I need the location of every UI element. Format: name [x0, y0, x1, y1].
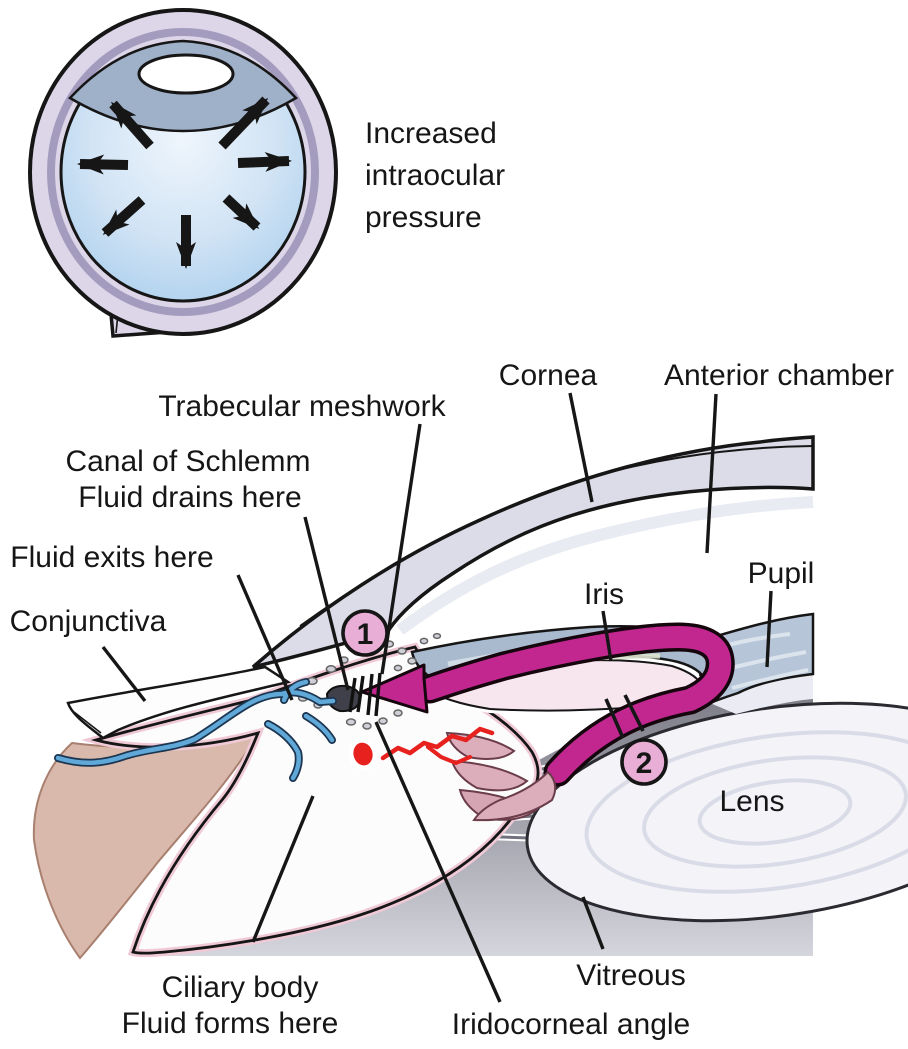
vein-core: [55, 679, 336, 781]
pressure-arrows-icon: [77, 96, 292, 269]
leader-iris: [601, 610, 613, 662]
label-iris: Iris: [584, 578, 624, 611]
trabecular-meshwork-lines: [348, 672, 382, 717]
leader-conjunctiva: [101, 645, 147, 703]
leader-canal: [303, 516, 350, 691]
labels: Trabecular meshwork Cornea Anterior cham…: [10, 359, 894, 1041]
leader-pupil: [765, 590, 773, 668]
caption-line-3: pressure: [365, 201, 482, 234]
leader-cornea: [568, 392, 594, 503]
posterior-chamber-strip: [710, 672, 813, 714]
label-lens: Lens: [719, 785, 784, 818]
label-anterior-chamber: Anterior chamber: [664, 359, 894, 392]
label-cornea: Cornea: [499, 359, 598, 392]
caption-line-2: intraocular: [365, 159, 505, 192]
episcleral-vein: [54, 678, 337, 782]
conjunctiva-cut-edge: [73, 711, 102, 734]
flow-band: [419, 625, 732, 783]
step-1-badge: 1: [341, 609, 389, 657]
label-fluid-drains-here: Fluid drains here: [78, 481, 301, 514]
globe-lens: [137, 53, 235, 95]
caption-line-1: Increased: [365, 117, 497, 150]
aqueous-flow-arrow: [360, 622, 735, 787]
conjunctiva-flap: [66, 665, 292, 740]
anterior-chamber-shading: [396, 496, 814, 635]
leader-lines: [101, 392, 773, 1003]
label-iridocorneal-angle: Iridocorneal angle: [452, 1008, 691, 1041]
flow-arrowhead: [360, 663, 429, 714]
anterior-eye-cross-section: [32, 435, 908, 960]
step-2-number: 2: [636, 747, 653, 780]
step-1-number: 1: [357, 618, 374, 651]
label-fluid-forms-here: Fluid forms here: [122, 1007, 339, 1040]
label-pupil: Pupil: [748, 557, 815, 590]
eye-pressure-icon: [28, 8, 338, 338]
leader-vitreous: [581, 896, 605, 950]
sclera-ciliary-mass: [81, 642, 543, 958]
label-canal-of-schlemm: Canal of Schlemm: [65, 445, 310, 478]
label-ciliary-body: Ciliary body: [162, 971, 319, 1004]
label-trabecular-meshwork: Trabecular meshwork: [158, 390, 446, 423]
leader-iridocorneal: [374, 721, 502, 1003]
label-conjunctiva: Conjunctiva: [10, 605, 167, 638]
leader-fluid-exits: [236, 574, 294, 701]
blood-vessel: [348, 726, 495, 771]
leader-ciliary-body: [251, 795, 315, 943]
flow-tick-marks: [604, 694, 645, 739]
cornea-outer-double-line: [299, 445, 814, 627]
leader-anterior-chamber: [705, 393, 718, 554]
pressure-caption: Increased intraocular pressure: [365, 117, 505, 234]
label-vitreous: Vitreous: [576, 959, 686, 992]
leader-trabecular: [380, 423, 422, 675]
step-2-badge: 2: [620, 738, 668, 786]
label-fluid-exits-here: Fluid exits here: [10, 541, 213, 574]
